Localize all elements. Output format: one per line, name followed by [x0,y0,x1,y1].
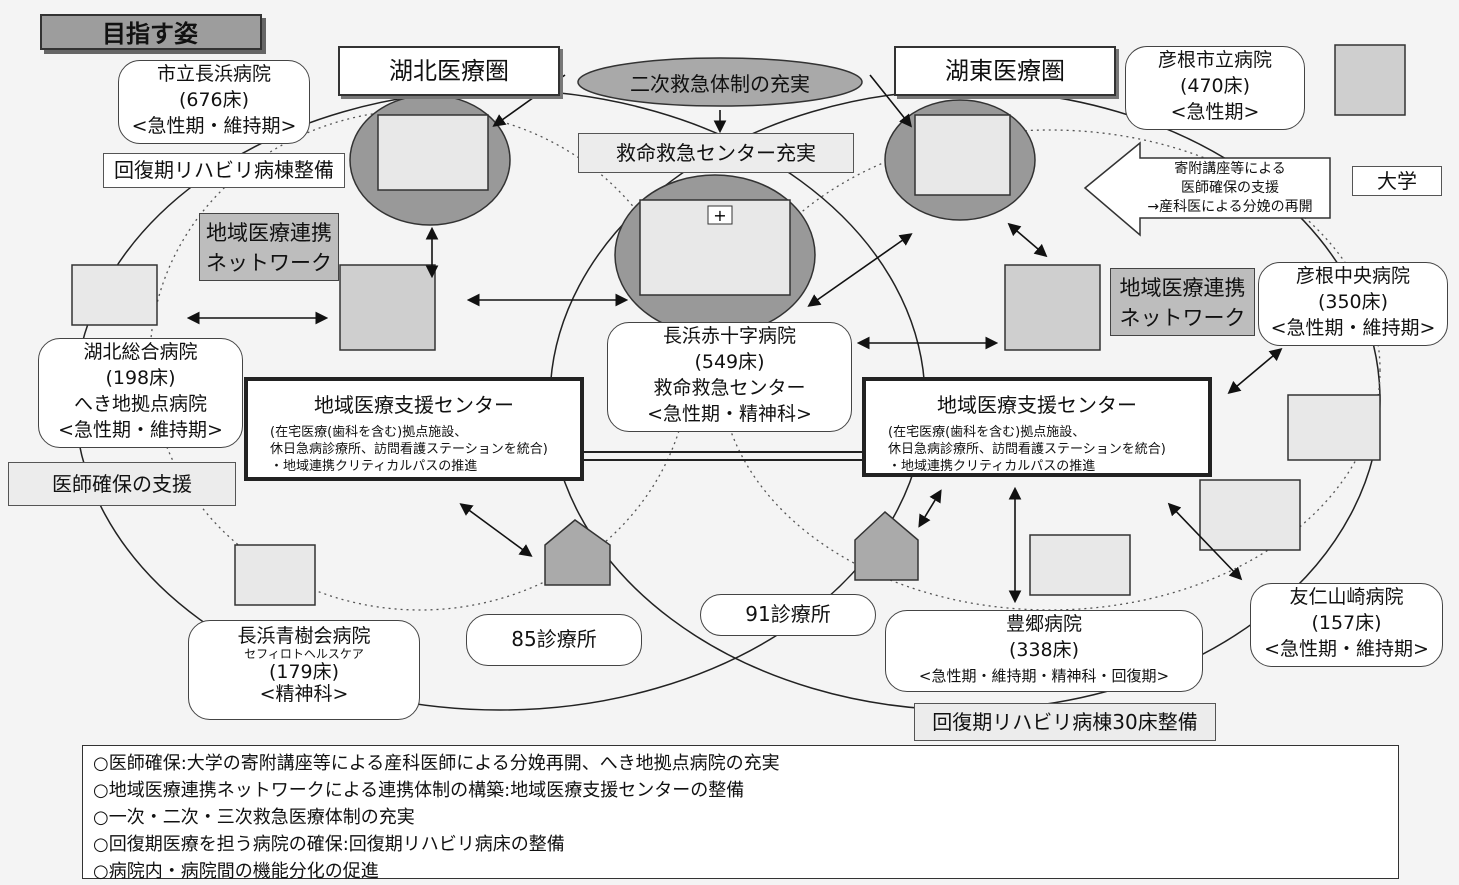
support-center-detail: 休日急病診療所、訪問看護ステーションを統合) [888,442,1166,457]
hospital-role: <急性期・維持期> [58,419,223,441]
hospital-beds: (198床) [105,367,176,389]
rehab-30-label: 回復期リハビリ病棟30床整備 [914,703,1216,741]
hospital-role: <急性期・維持期> [1270,317,1436,339]
clinics-koto: 91診療所 [700,594,876,636]
hospital-nagahama-redcross: 長浜赤十字病院 (549床) 救命救急センター <急性期・精神科> [607,322,852,432]
support-center-title: 地域医療支援センター [937,393,1137,417]
summary-item: ○病院内・病院間の機能分化の促進 [93,861,379,882]
koto-area-label: 湖東医療圏 [894,46,1116,96]
hospital-name: 豊郷病院 [1005,613,1082,635]
hospital-role: <精神科> [259,683,349,705]
emergency-system-ellipse [577,57,863,107]
physician-support-label: 医師確保の支援 [8,462,236,506]
support-center-kohoku: 地域医療支援センター (在宅医療(歯科を含む)拠点施設、 休日急病診療所、訪問看… [244,377,584,481]
summary-item: ○一次・二次・三次救急医療体制の充実 [93,807,415,828]
hospital-name: 湖北総合病院 [83,341,198,363]
support-center-detail: (在宅医療(歯科を含む)拠点施設、 [270,425,468,440]
network-koto-box: 地域医療連携 ネットワーク [1110,268,1255,336]
support-center-detail: ・地域連携クリティカルパスの推進 [888,459,1096,474]
endowment-line: 医師確保の支援 [1181,180,1279,196]
hospital-operator: セフィロトヘルスケア [244,647,364,661]
hospital-role: <急性期・維持期> [1264,638,1429,660]
building-icon [71,114,1381,606]
hospital-hikone-city: 彦根市立病院 (470床) <急性期> [1125,46,1305,130]
hospital-yujin-yamazaki: 友仁山崎病院 (157床) <急性期・維持期> [1250,583,1443,667]
endowment-line: →産科医による分娩の再開 [1147,199,1313,215]
hospital-name: 彦根市立病院 [1157,49,1272,71]
hospital-beds: (338床) [1008,639,1080,661]
hospital-role: <急性期> [1170,101,1260,123]
summary-item: ○地域医療連携ネットワークによる連携体制の構築:地域医療支援センターの整備 [93,780,745,801]
emergency-system-label: 二次救急体制の充実 [630,72,810,96]
kohoku-area-label: 湖北医療圏 [338,46,560,96]
hospital-designation: へき地拠点病院 [73,393,207,415]
network-line: 地域医療連携 [206,221,332,245]
hospital-hikone-central: 彦根中央病院 (350床) <急性期・維持期> [1258,262,1448,346]
support-center-detail: ・地域連携クリティカルパスの推進 [270,459,478,474]
endowment-line: 寄附講座等による [1174,161,1286,177]
hospital-beds: (470床) [1179,75,1251,97]
network-line: 地域医療連携 [1119,276,1246,300]
hospital-nagahama-seijukai: 長浜青樹会病院 セフィロトヘルスケア (179床) <精神科> [188,620,420,720]
summary-box: ○医師確保:大学の寄附講座等による産科医師による分娩再開、へき地拠点病院の充実 … [82,745,1399,882]
summary-item: ○回復期医療を担う病院の確保:回復期リハビリ病床の整備 [93,834,565,855]
network-line: ネットワーク [206,251,332,275]
support-center-detail: (在宅医療(歯科を含む)拠点施設、 [888,425,1086,440]
emergency-center-enhance-label: 救命救急センター充実 [578,133,854,173]
rehab-kohoku-label: 回復期リハビリ病棟整備 [103,153,345,188]
hospital-beds: (157床) [1311,612,1382,634]
clinic-house-icon [544,510,919,586]
connection-arrows [186,222,1283,604]
hospital-kohoku-general: 湖北総合病院 (198床) へき地拠点病院 <急性期・維持期> [38,338,243,448]
network-line: ネットワーク [1119,306,1246,330]
hospital-name: 長浜赤十字病院 [662,325,796,347]
hospital-beds: (350床) [1317,291,1389,313]
hospital-name: 彦根中央病院 [1295,265,1410,287]
tower-building-icon [339,44,1406,351]
endowment-arrow-shape [1083,141,1331,237]
hospital-beds: (549床) [694,351,765,373]
hospital-role: <急性期・維持期・精神科・回復期> [918,667,1170,685]
university-label: 大学 [1352,166,1442,196]
network-kohoku-box: 地域医療連携 ネットワーク [199,213,339,281]
hospital-role: <急性期・精神科> [647,403,812,425]
hospital-role: <急性期・維持期> [131,115,297,137]
support-center-title: 地域医療支援センター [314,393,514,417]
hospital-beds: (179床) [268,661,340,683]
support-center-koto: 地域医療支援センター (在宅医療(歯科を含む)拠点施設、 休日急病診療所、訪問看… [862,377,1212,477]
hospital-beds: (676床) [178,89,250,111]
endowment-arrow-text: 寄附講座等による 医師確保の支援 →産科医による分娩の再開 [1125,160,1335,217]
hospital-toyosato: 豊郷病院 (338床) <急性期・維持期・精神科・回復期> [885,610,1203,692]
hospital-nagahama-city: 市立長浜病院 (676床) <急性期・維持期> [118,60,310,144]
page-title: 目指す姿 [40,14,262,50]
support-center-detail: 休日急病診療所、訪問看護ステーションを統合) [270,442,548,457]
hospital-designation: 救命救急センター [653,377,806,399]
hospital-name: 長浜青樹会病院 [237,625,371,647]
svg-text:+: + [713,206,726,225]
hospital-name: 友仁山崎病院 [1289,586,1404,608]
hospital-name: 市立長浜病院 [156,63,271,85]
summary-item: ○医師確保:大学の寄附講座等による産科医師による分娩再開、へき地拠点病院の充実 [93,753,780,774]
clinics-kohoku: 85診療所 [466,614,642,666]
